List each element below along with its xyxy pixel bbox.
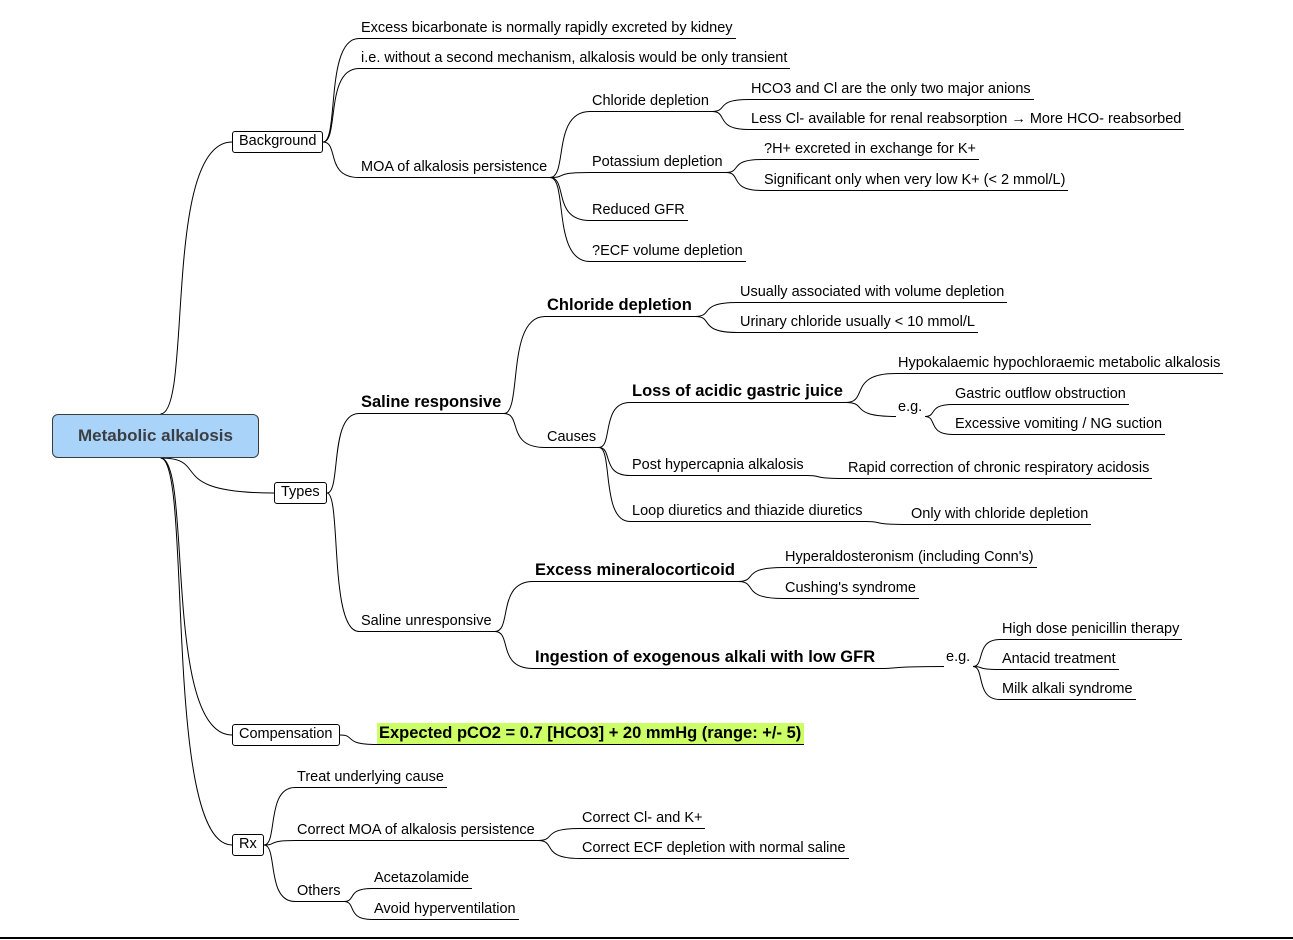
node-moa-ecf: ?ECF volume depletion <box>590 243 746 262</box>
link-rx-others-to-rx-acetazolamide <box>343 888 373 902</box>
node-sr-causes: Causes <box>545 429 600 448</box>
node-saline-unresponsive: Saline unresponsive <box>359 613 495 632</box>
link-moa-chloride-to-moa-chloride-reabsorb <box>711 111 750 130</box>
link-root-to-rx <box>160 457 233 846</box>
node-su-mineralo: Excess mineralocorticoid <box>533 560 738 582</box>
node-types: Types <box>274 482 327 504</box>
link-saline-responsive-to-sr-causes <box>503 413 546 448</box>
node-rx: Rx <box>232 834 264 856</box>
link-rx-to-rx-correct-moa <box>263 840 296 846</box>
link-bg-moa-to-moa-chloride <box>549 111 591 178</box>
node-moa-potassium: Potassium depletion <box>590 154 726 173</box>
node-cause-gastric: Loss of acidic gastric juice <box>630 381 846 403</box>
node-mineralo-cushing: Cushing's syndrome <box>783 580 919 599</box>
node-rx-underlying: Treat underlying cause <box>295 769 447 788</box>
link-bg-moa-to-moa-gfr <box>549 177 591 221</box>
node-alkali-penicillin: High dose penicillin therapy <box>1000 621 1183 640</box>
node-saline-responsive: Saline responsive <box>359 392 505 414</box>
link-bg-moa-to-moa-ecf <box>549 177 591 262</box>
link-cause-gastric-to-gastric-hypo <box>845 373 897 403</box>
node-rx-hyperventilation: Avoid hyperventilation <box>372 901 519 920</box>
link-gastric-eg-to-gastric-outflow <box>924 404 954 417</box>
node-bg-moa: MOA of alkalosis persistence <box>359 159 551 178</box>
link-rx-others-to-rx-hyperventilation <box>343 901 373 920</box>
link-sr-causes-to-cause-gastric <box>598 402 631 448</box>
node-cause-diuretics: Loop diuretics and thiazide diuretics <box>630 503 866 522</box>
node-moa-chloride: Chloride depletion <box>590 93 712 112</box>
node-moa-chloride-reabsorb: Less Cl- available for renal reabsorptio… <box>749 111 1185 130</box>
node-gastric-vomiting: Excessive vomiting / NG suction <box>953 416 1166 435</box>
node-gastric-outflow: Gastric outflow obstruction <box>953 386 1129 405</box>
node-moa-potassium-low: Significant only when very low K+ (< 2 m… <box>762 172 1069 191</box>
link-cause-gastric-to-gastric-eg <box>845 402 897 417</box>
link-moa-chloride-to-moa-chloride-anions <box>711 99 750 112</box>
link-root-to-types <box>160 457 275 494</box>
node-alkali-milk: Milk alkali syndrome <box>1000 681 1136 700</box>
link-sr-causes-to-cause-diuretics <box>598 447 631 522</box>
link-bg-moa-to-moa-potassium <box>549 172 591 178</box>
link-sr-chloride-to-sr-chloride-volume <box>694 302 739 317</box>
node-moa-gfr: Reduced GFR <box>590 202 688 221</box>
link-background-to-bg-transient <box>322 68 360 143</box>
node-gastric-hypo: Hypokalaemic hypochloraemic metabolic al… <box>896 355 1224 374</box>
link-alkali-eg-to-alkali-milk <box>972 666 1001 700</box>
link-sr-chloride-to-sr-chloride-urinary <box>694 316 739 333</box>
node-rx-others: Others <box>295 883 344 902</box>
node-rx-ecf: Correct ECF depletion with normal saline <box>580 840 849 859</box>
root-node: Metabolic alkalosis <box>52 414 259 458</box>
link-compensation-to-comp-formula <box>339 734 378 745</box>
node-moa-potassium-exchange: ?H+ excreted in exchange for K+ <box>762 141 979 160</box>
node-rx-correct-moa: Correct MOA of alkalosis persistence <box>295 822 538 841</box>
link-rx-correct-moa-to-rx-cl-k <box>537 828 581 841</box>
node-background: Background <box>232 131 324 153</box>
bottom-rule <box>0 937 1293 939</box>
node-bg-transient: i.e. without a second mechanism, alkalos… <box>359 50 791 69</box>
link-gastric-eg-to-gastric-vomiting <box>924 416 954 435</box>
node-mineralo-hyperaldo: Hyperaldosteronism (including Conn's) <box>783 549 1037 568</box>
link-alkali-eg-to-alkali-penicillin <box>972 639 1001 667</box>
node-bg-excess-bicarb: Excess bicarbonate is normally rapidly e… <box>359 20 736 39</box>
node-comp-formula: Expected pCO2 = 0.7 [HCO3] + 20 mmHg (ra… <box>377 723 805 745</box>
node-diuretics-only: Only with chloride depletion <box>909 506 1092 525</box>
link-su-mineralo-to-mineralo-cushing <box>737 581 784 599</box>
link-root-to-compensation <box>160 457 233 736</box>
node-cause-posthyper: Post hypercapnia alkalosis <box>630 457 807 476</box>
node-sr-chloride-urinary: Urinary chloride usually < 10 mmol/L <box>738 314 978 333</box>
link-types-to-saline-responsive <box>326 413 360 494</box>
node-rx-acetazolamide: Acetazolamide <box>372 870 473 889</box>
node-compensation: Compensation <box>232 724 340 746</box>
node-posthyper-rapid: Rapid correction of chronic respiratory … <box>846 460 1153 479</box>
node-su-alkali: Ingestion of exogenous alkali with low G… <box>533 647 879 669</box>
link-cause-posthyper-to-posthyper-rapid <box>806 475 847 479</box>
node-alkali-antacid: Antacid treatment <box>1000 651 1119 670</box>
node-sr-chloride-volume: Usually associated with volume depletion <box>738 284 1008 303</box>
node-alkali-eg: e.g. <box>946 649 971 665</box>
link-moa-potassium-to-moa-potassium-low <box>725 172 763 191</box>
link-background-to-bg-excess-bicarb <box>322 38 360 143</box>
link-sr-causes-to-cause-posthyper <box>598 447 631 476</box>
link-rx-correct-moa-to-rx-ecf <box>537 840 581 859</box>
link-root-to-background <box>160 141 233 415</box>
link-su-alkali-to-alkali-eg <box>877 666 945 669</box>
link-saline-unresponsive-to-su-mineralo <box>494 581 534 632</box>
link-background-to-bg-moa <box>322 141 360 178</box>
link-cause-diuretics-to-diuretics-only <box>865 521 910 525</box>
node-gastric-eg: e.g. <box>898 399 923 415</box>
link-rx-to-rx-others <box>263 844 296 902</box>
node-moa-chloride-anions: HCO3 and Cl are the only two major anion… <box>749 81 1034 100</box>
link-rx-to-rx-underlying <box>263 787 296 846</box>
link-su-mineralo-to-mineralo-hyperaldo <box>737 567 784 582</box>
node-rx-cl-k: Correct Cl- and K+ <box>580 810 706 829</box>
link-saline-unresponsive-to-su-alkali <box>494 631 534 669</box>
link-moa-potassium-to-moa-potassium-exchange <box>725 159 763 173</box>
node-sr-chloride: Chloride depletion <box>545 295 695 317</box>
link-saline-responsive-to-sr-chloride <box>503 316 546 414</box>
link-types-to-saline-unresponsive <box>326 492 360 632</box>
